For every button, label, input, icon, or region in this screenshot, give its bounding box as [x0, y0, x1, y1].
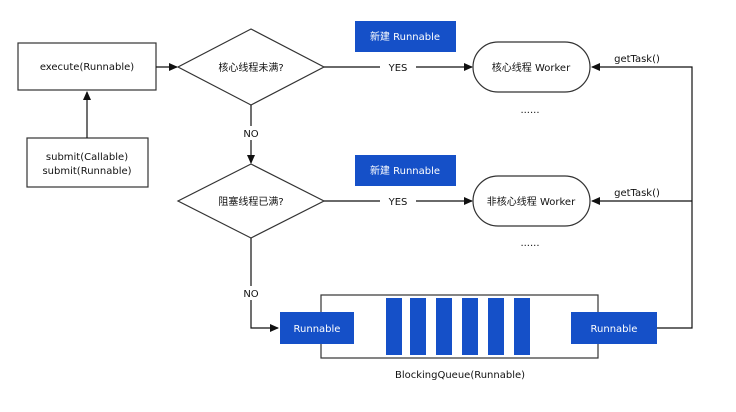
queue-runnable-in: Runnable	[280, 312, 354, 344]
ellipsis-1: ......	[520, 105, 539, 116]
new-runnable-label-2: 新建 Runnable	[370, 164, 440, 177]
gettask-arrow-1	[591, 63, 693, 329]
queue-slot	[462, 298, 478, 355]
noncore-worker-label: 非核心线程 Worker	[487, 195, 576, 208]
decision-queue-label: 阻塞线程已满?	[218, 195, 283, 208]
queue-right-label: Runnable	[591, 324, 638, 335]
core-worker-label: 核心线程 Worker	[492, 61, 571, 74]
queue-left-label: Runnable	[294, 324, 341, 335]
decision-core-threads: 核心线程未满?	[176, 28, 326, 106]
gettask-label-1: getTask()	[614, 54, 660, 65]
ellipsis-2: ......	[520, 238, 539, 249]
new-runnable-badge-1: 新建 Runnable	[355, 21, 456, 52]
gettask-label-2: getTask()	[614, 188, 660, 199]
decision-queue-full: 阻塞线程已满?	[176, 163, 326, 239]
core-worker-node: 核心线程 Worker	[472, 41, 591, 93]
submit-runnable-label: submit(Runnable)	[42, 166, 131, 177]
submit-callable-label: submit(Callable)	[46, 152, 128, 163]
no-label-2: NO	[243, 289, 258, 300]
queue-slot	[436, 298, 452, 355]
queue-caption: BlockingQueue(Runnable)	[395, 370, 525, 381]
queue-slot	[410, 298, 426, 355]
queue-slot	[514, 298, 530, 355]
decision-core-label: 核心线程未满?	[218, 61, 283, 74]
new-runnable-badge-2: 新建 Runnable	[355, 155, 456, 186]
yes-label-1: YES	[388, 63, 408, 74]
no-arrow-2	[250, 238, 279, 332]
yes-label-2: YES	[388, 197, 408, 208]
execute-node: execute(Runnable)	[17, 42, 157, 91]
submit-node: submit(Callable) submit(Runnable)	[26, 137, 149, 188]
execute-label: execute(Runnable)	[40, 62, 134, 73]
queue-runnable-out: Runnable	[571, 312, 657, 344]
no-label-1: NO	[243, 129, 258, 140]
queue-slot	[488, 298, 504, 355]
new-runnable-label-1: 新建 Runnable	[370, 30, 440, 43]
noncore-worker-node: 非核心线程 Worker	[472, 175, 591, 227]
queue-slot	[386, 298, 402, 355]
blocking-queue	[320, 294, 599, 359]
